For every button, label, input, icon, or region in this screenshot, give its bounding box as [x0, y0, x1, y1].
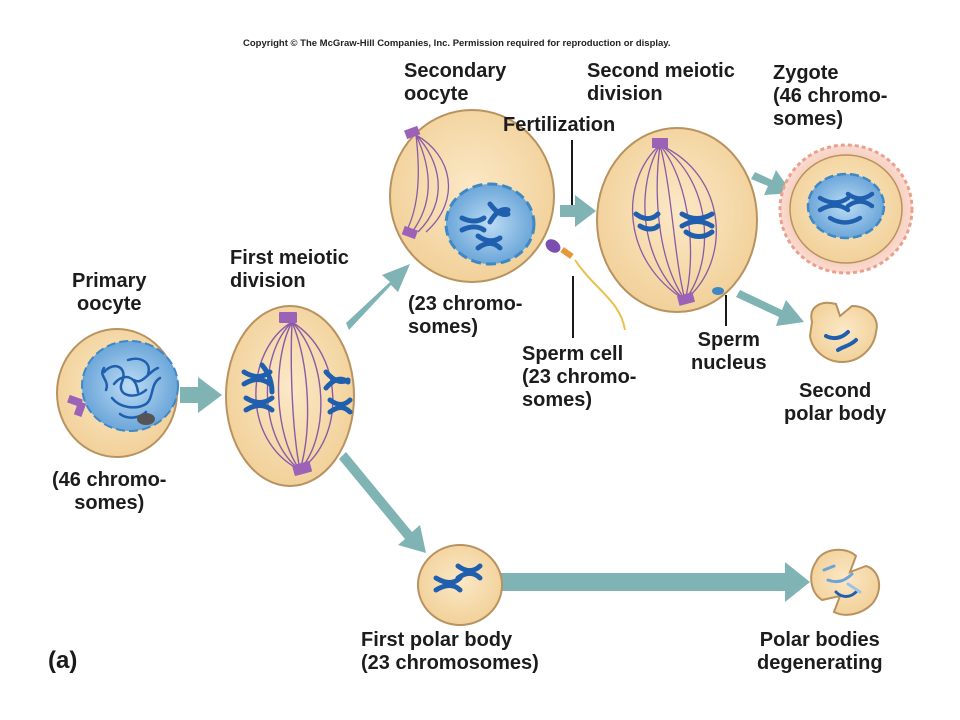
primary-oocyte-nucleus: [81, 340, 179, 432]
label-primary-chromosome-count: (46 chromo- somes): [52, 469, 167, 514]
degenerating-polar-bodies: [810, 548, 881, 616]
zygote-cell: [778, 143, 914, 275]
arrow-second-division-to-zygote: [751, 170, 792, 195]
arrow-first-division-to-polar-body: [339, 452, 426, 553]
second-division-chromosomes: [633, 211, 715, 239]
secondary-oocyte-chromosomes: [459, 201, 511, 251]
label-fertilization: Fertilization: [503, 114, 616, 136]
first-division-spindle: [255, 321, 334, 471]
label-second-polar-body: Second polar body: [784, 380, 887, 425]
panel-label: (a): [48, 647, 78, 674]
arrow-polar-body-to-degenerating: [495, 562, 810, 602]
primary-oocyte-cell: [56, 328, 179, 458]
label-first-polar-body: First polar body (23 chromosomes): [361, 629, 539, 674]
arrow-secondary-to-second-division: [560, 195, 596, 227]
first-division-cell: [225, 305, 355, 487]
copyright-notice: Copyright © The McGraw-Hill Companies, I…: [243, 38, 671, 49]
label-zygote: Zygote (46 chromo- somes): [773, 62, 888, 130]
first-division-chromosomes: [241, 362, 353, 415]
first-division-centrioles: [279, 312, 313, 476]
sperm-nucleus: [712, 287, 724, 295]
arrow-primary-to-first-division: [180, 377, 222, 413]
primary-oocyte-centrioles: [67, 394, 87, 417]
secondary-oocyte-cell: [389, 109, 555, 283]
leader-lines: [571, 140, 727, 338]
arrow-first-division-to-secondary: [346, 264, 410, 330]
label-secondary-oocyte: Secondary oocyte: [404, 60, 507, 105]
label-secondary-chromosome-count: (23 chromo- somes): [408, 293, 523, 338]
secondary-oocyte-spindle: [405, 134, 450, 233]
secondary-oocyte-centrioles: [401, 125, 421, 240]
second-division-cell: [596, 127, 758, 313]
label-primary-oocyte: Primary oocyte: [72, 270, 147, 315]
second-polar-body-cell: [808, 301, 878, 364]
zygote-chromosomes: [817, 191, 875, 225]
primary-oocyte-chromatin: [101, 357, 162, 419]
arrow-second-division-to-polar-body: [736, 290, 804, 326]
second-division-centrioles: [652, 138, 696, 306]
label-polar-bodies-degenerating: Polar bodies degenerating: [757, 629, 883, 674]
sperm-cell: [545, 239, 626, 331]
first-polar-body-cell: [417, 544, 503, 626]
label-first-meiotic-division: First meiotic division: [230, 247, 349, 292]
label-second-meiotic-division: Second meiotic division: [587, 60, 735, 105]
label-sperm-cell: Sperm cell (23 chromo- somes): [522, 343, 637, 411]
primary-oocyte-nucleolus: [137, 413, 155, 425]
label-sperm-nucleus: Sperm nucleus: [691, 329, 767, 374]
